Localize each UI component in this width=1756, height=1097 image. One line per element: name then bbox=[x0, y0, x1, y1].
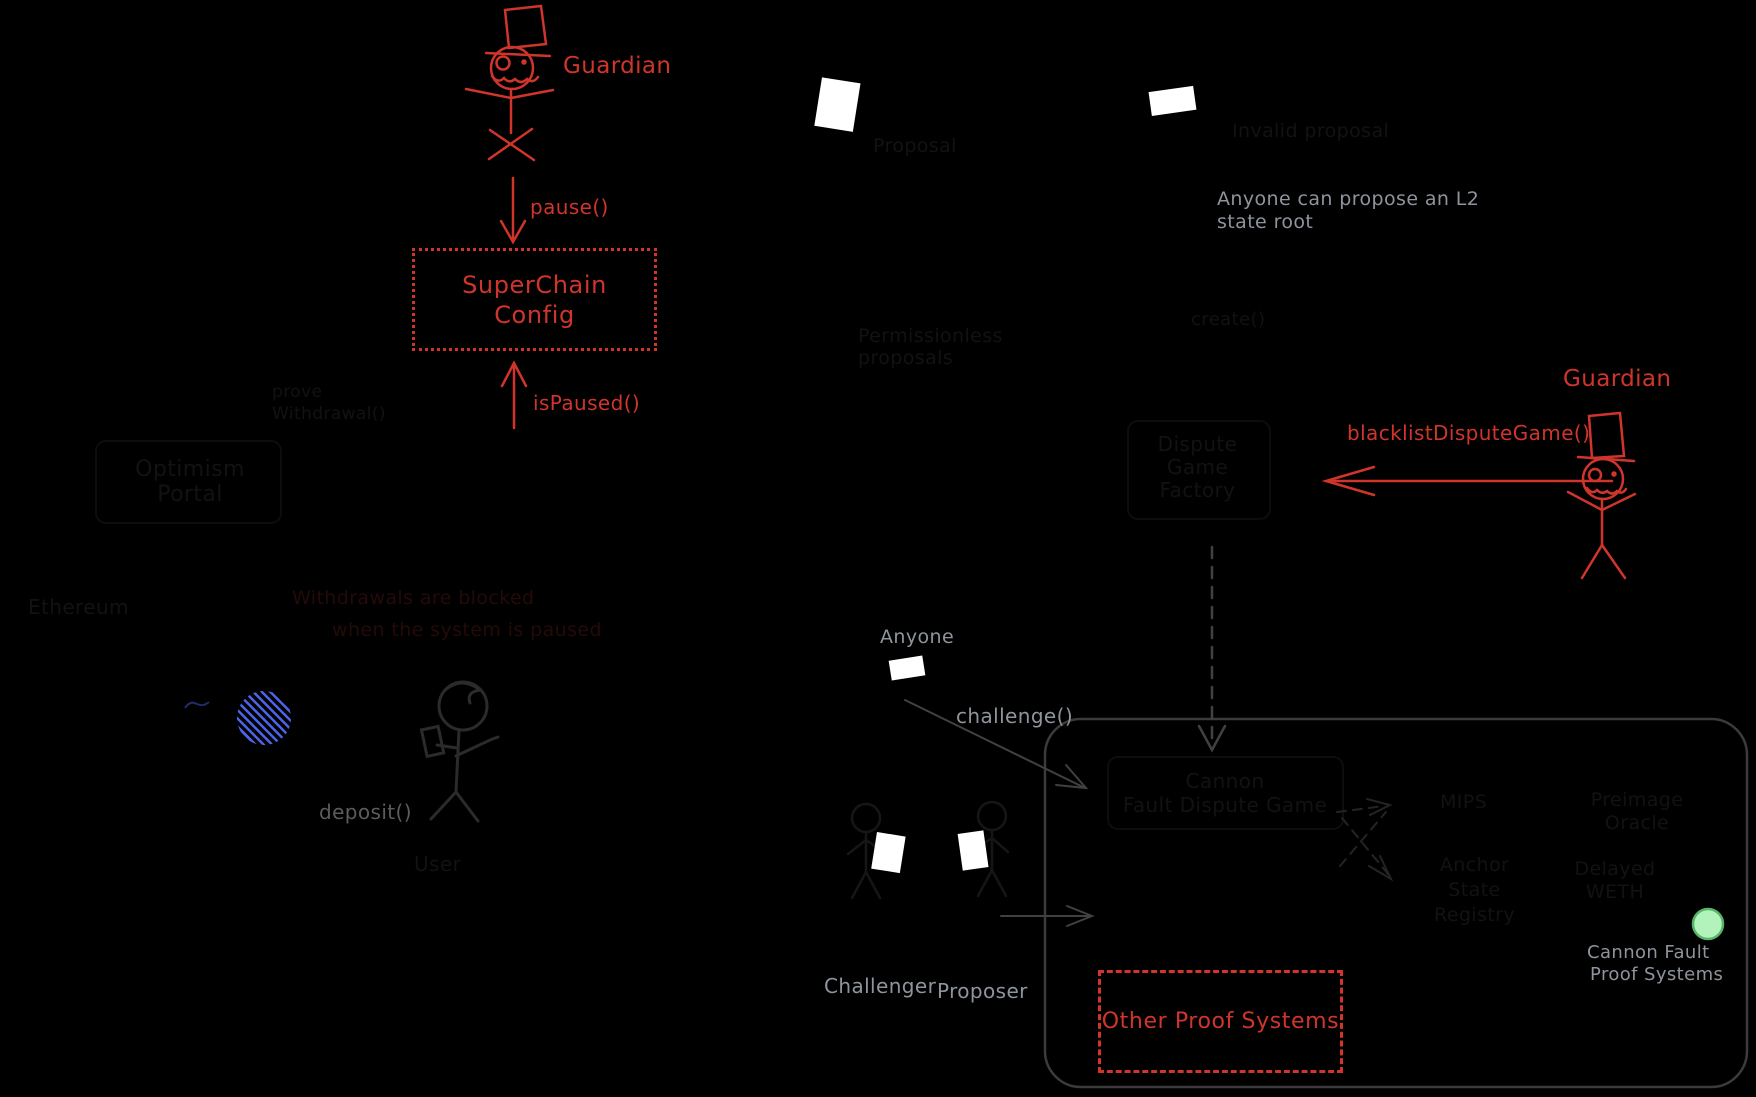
permissionless-line2: proposals bbox=[858, 347, 954, 369]
user-icon bbox=[419, 680, 500, 823]
superchain-config-line2: Config bbox=[494, 300, 575, 329]
delayed-weth-label: Delayed WETH bbox=[1525, 858, 1705, 904]
anchor-line2: State bbox=[1448, 879, 1501, 901]
portal-line1: Optimism bbox=[135, 457, 245, 482]
factory-line1: Dispute bbox=[1157, 432, 1238, 456]
mips-label: MIPS bbox=[1440, 791, 1488, 813]
fdg-line2: Fault Dispute Game bbox=[1122, 793, 1328, 817]
ispaused-arrow bbox=[500, 360, 528, 430]
optimism-portal-label: Optimism Portal bbox=[110, 457, 270, 507]
anyone-label: Anyone bbox=[880, 626, 955, 648]
challenge-label: challenge() bbox=[956, 704, 1074, 728]
propose-note-line1: Anyone can propose an L2 bbox=[1217, 188, 1480, 210]
ispaused-label: isPaused() bbox=[533, 391, 641, 415]
anchor-line1: Anchor bbox=[1439, 854, 1510, 876]
proposer-paper-icon bbox=[957, 830, 989, 871]
proposal-paper-icon bbox=[814, 77, 861, 132]
cannon-status-dot bbox=[1691, 907, 1725, 941]
challenge-arrow bbox=[904, 699, 1089, 790]
paper-icons bbox=[814, 77, 1197, 874]
guardian-left-label: Guardian bbox=[563, 53, 672, 79]
factory-line2: Game bbox=[1166, 455, 1229, 479]
pause-label: pause() bbox=[530, 195, 609, 219]
superchain-config-box: SuperChain Config bbox=[412, 248, 657, 351]
preimage-line1: Preimage bbox=[1590, 789, 1684, 811]
proposer-arrow bbox=[1000, 905, 1095, 927]
deposit-label: deposit() bbox=[319, 800, 412, 824]
factory-line3: Factory bbox=[1159, 478, 1236, 502]
proposer-icon bbox=[972, 800, 1010, 898]
challenger-icon bbox=[846, 802, 886, 900]
superchain-config-line1: SuperChain bbox=[462, 270, 607, 299]
ethereum-logo bbox=[237, 691, 291, 745]
ethereum-label: Ethereum bbox=[28, 595, 129, 619]
challenger-label: Challenger bbox=[824, 974, 937, 998]
challenge-paper-icon bbox=[888, 655, 926, 681]
weth-line2: WETH bbox=[1585, 881, 1645, 903]
permissionless-line1: Permissionless bbox=[858, 325, 1003, 347]
cannon-label-line2: Proof Systems bbox=[1590, 964, 1724, 985]
proposal-paper-label: Proposal bbox=[873, 135, 957, 157]
preimage-line2: Oracle bbox=[1604, 812, 1670, 834]
invalid-proposal-label: Invalid proposal bbox=[1232, 120, 1390, 142]
faint-contract-boxes bbox=[95, 420, 1344, 830]
pause-note-line1: Withdrawals are blocked bbox=[292, 587, 535, 609]
dispute-game-factory-label: Dispute Game Factory bbox=[1140, 433, 1255, 502]
fault-proof-system-container bbox=[1043, 717, 1749, 1089]
prove-withdrawal-line1: prove bbox=[272, 382, 323, 402]
fdg-line1: Cannon bbox=[1185, 769, 1265, 793]
anchor-state-registry-label: Anchor State Registry bbox=[1432, 853, 1517, 928]
invalid-proposal-paper-icon bbox=[1148, 85, 1197, 116]
propose-note-line2: state root bbox=[1217, 211, 1314, 233]
challenger-paper-icon bbox=[871, 832, 906, 874]
guardian-right-label: Guardian bbox=[1563, 366, 1672, 392]
weth-line1: Delayed bbox=[1574, 858, 1656, 880]
pause-arrow bbox=[499, 176, 527, 245]
create-label: create() bbox=[1191, 309, 1266, 330]
cannon-fdg-label: Cannon Fault Dispute Game bbox=[1120, 769, 1330, 817]
create-dashed-arrow bbox=[1197, 545, 1227, 753]
anchor-line3: Registry bbox=[1434, 904, 1515, 926]
other-proof-systems-label: Other Proof Systems bbox=[1101, 1009, 1340, 1034]
internal-dashed-arrows bbox=[1336, 798, 1394, 882]
blacklist-label: blacklistDisputeGame() bbox=[1347, 421, 1591, 445]
blacklist-arrow bbox=[1321, 465, 1614, 497]
guardian-left-icon bbox=[464, 4, 555, 162]
guardian-right-icon bbox=[1566, 411, 1637, 580]
proposer-label: Proposer bbox=[937, 979, 1028, 1003]
preimage-oracle-label: Preimage Oracle bbox=[1583, 789, 1691, 835]
cannon-label-line1: Cannon Fault bbox=[1587, 942, 1710, 963]
portal-line2: Portal bbox=[157, 482, 223, 507]
prove-withdrawal-line2: Withdrawal() bbox=[272, 404, 386, 424]
user-label: User bbox=[414, 852, 462, 876]
pause-note-line2: when the system is paused bbox=[332, 619, 602, 641]
ethereum-scribble bbox=[184, 701, 210, 709]
other-proof-systems-box: Other Proof Systems bbox=[1098, 970, 1343, 1073]
